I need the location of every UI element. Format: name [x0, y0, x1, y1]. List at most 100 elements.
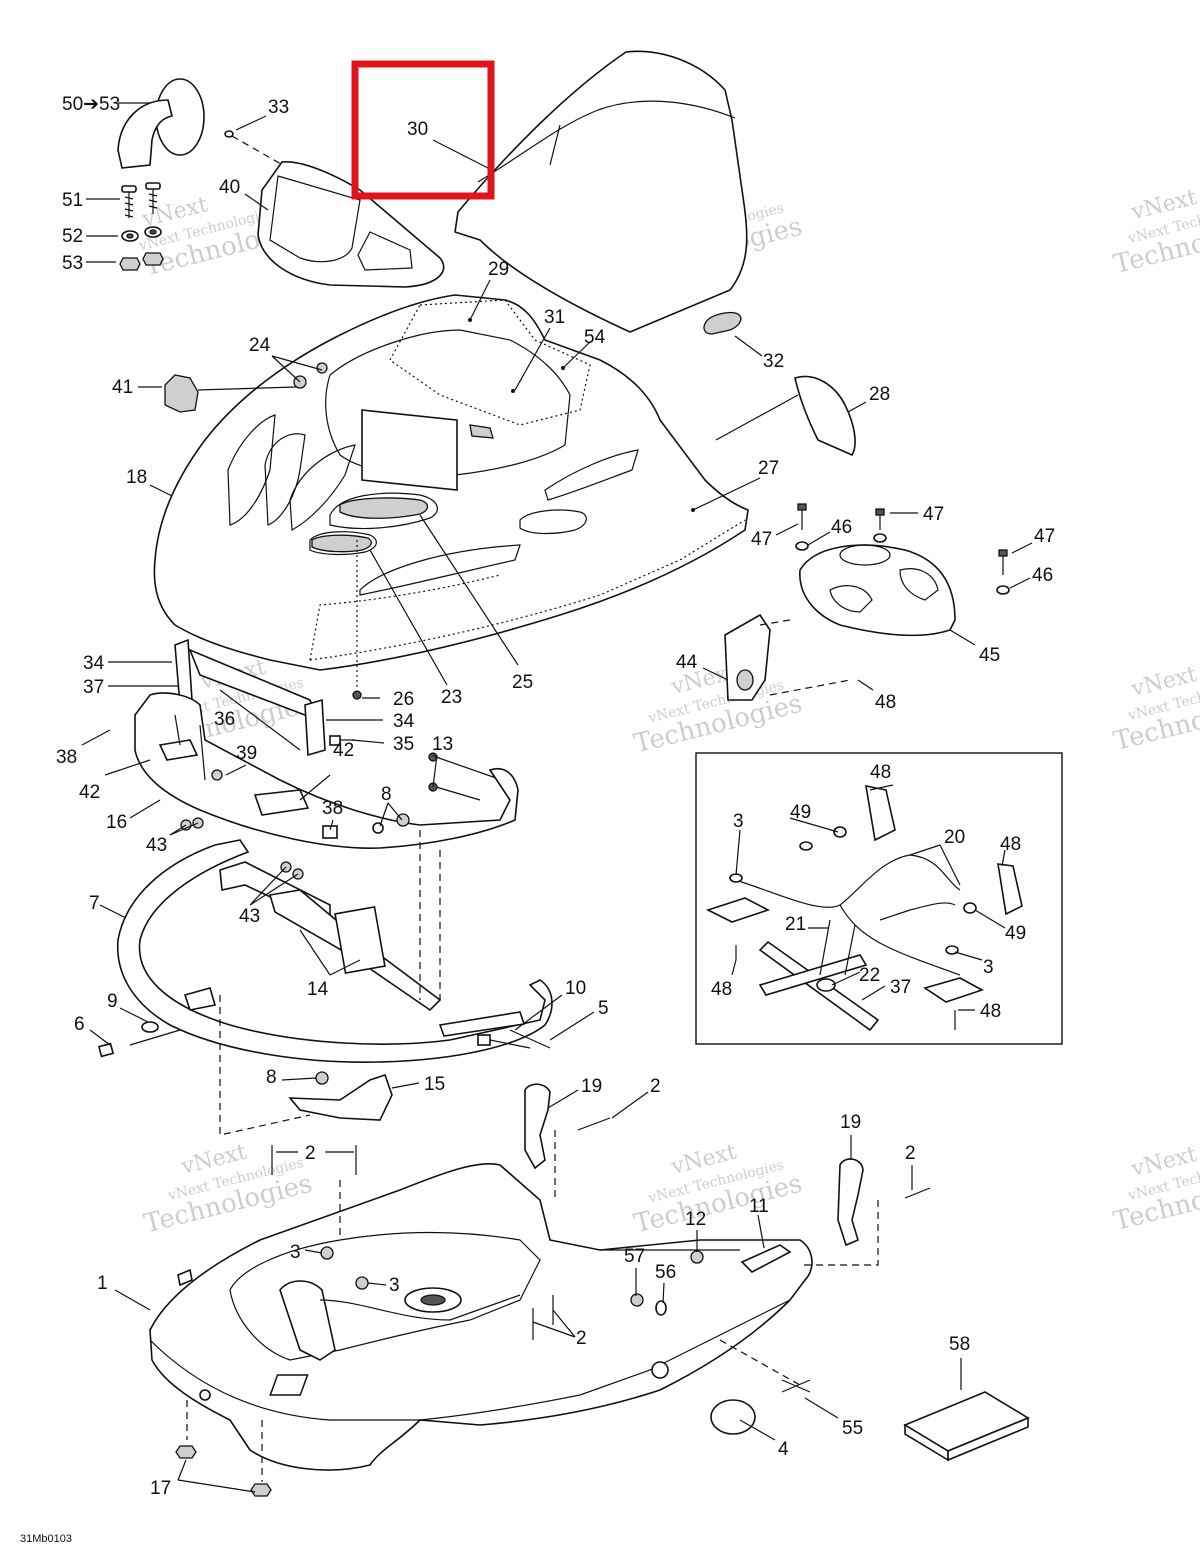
chassis-1 [149, 1162, 813, 1471]
callout-13: 13 [432, 734, 453, 755]
detail-inset [695, 752, 1063, 1045]
plate-55 [269, 1374, 811, 1396]
hardware [97, 690, 931, 1340]
callout-9: 9 [107, 991, 118, 1012]
callout-47b: 47 [923, 504, 944, 525]
callout-55: 55 [842, 1418, 863, 1439]
callout-8a: 8 [381, 784, 392, 805]
callout-19b: 19 [840, 1112, 861, 1133]
callout-34b: 34 [393, 711, 415, 732]
circle [199, 1389, 211, 1401]
cover-4 [710, 1399, 756, 1435]
callout-6: 6 [74, 1014, 85, 1035]
callout-27: 27 [758, 458, 779, 479]
circle [372, 822, 384, 834]
mirror-assembly [117, 78, 205, 271]
callout-labels: 50➔53 33 30 51 52 53 40 29 31 54 32 24 4… [56, 94, 1055, 1499]
callout-20: 20 [944, 827, 965, 848]
washer-hole [149, 229, 157, 235]
callout-4: 4 [778, 1439, 789, 1460]
hinge-assembly [174, 638, 326, 757]
callout-23: 23 [441, 687, 462, 708]
watermark: vNext vNext Technologies Technologies [1111, 662, 1200, 757]
circle [211, 769, 223, 781]
callout-52: 52 [62, 226, 83, 247]
latch-11 [740, 1244, 792, 1273]
callout-2a: 2 [650, 1076, 661, 1097]
callout-3a: 3 [733, 811, 744, 832]
ellipse [963, 902, 977, 914]
bracket-15 [288, 1073, 393, 1121]
callout-34a: 34 [83, 653, 105, 674]
nut-17 [250, 1483, 272, 1497]
callout-47c: 47 [1034, 526, 1055, 547]
washer-hole [126, 233, 134, 239]
bracket-19 [837, 1158, 864, 1247]
callout-35: 35 [393, 734, 414, 755]
inset-plate [997, 863, 1023, 916]
callout-48d: 48 [711, 979, 732, 1000]
circle [320, 1246, 334, 1260]
highlight-box [351, 60, 495, 200]
rect [322, 825, 338, 839]
callout-21: 21 [785, 914, 806, 935]
screw-51 [121, 182, 161, 218]
callout-56: 56 [655, 1262, 676, 1283]
callout-53: 53 [62, 253, 83, 274]
watermark: vNext vNext Technologies Technologies [631, 660, 805, 760]
circle [355, 1276, 369, 1290]
leader-lines [81, 102, 1033, 1493]
console-opening [361, 409, 458, 491]
grommet-24 [316, 362, 328, 374]
callout-47a: 47 [751, 529, 772, 550]
bumper-7 [116, 839, 553, 1063]
callout-29: 29 [488, 259, 509, 280]
circle [352, 690, 362, 700]
callout-48b: 48 [870, 762, 891, 783]
grille-23 [311, 534, 373, 553]
watermark: vNext vNext Technologies Technologies [1111, 185, 1200, 280]
callout-5: 5 [598, 998, 609, 1019]
circle [315, 1071, 329, 1085]
callout-50-53: 50➔53 [62, 94, 120, 115]
callout-48a: 48 [875, 692, 896, 713]
callout-8b: 8 [266, 1067, 277, 1088]
callout-26: 26 [393, 689, 414, 710]
callout-49b: 49 [1005, 923, 1026, 944]
bracket-37 [758, 954, 868, 996]
callout-3b: 3 [983, 957, 994, 978]
hood-18 [153, 294, 749, 671]
circle [651, 1361, 669, 1379]
windshield-30 [454, 50, 748, 333]
callout-43a: 43 [146, 835, 167, 856]
circle [690, 1250, 704, 1264]
callout-3d: 3 [389, 1275, 400, 1296]
callout-43b: 43 [239, 906, 260, 927]
cable-20 [734, 854, 961, 908]
nut-53 [119, 257, 141, 271]
callout-17: 17 [150, 1478, 171, 1499]
assembly-lines [186, 540, 879, 1482]
nut-17 [175, 1445, 197, 1459]
part-shapes [97, 50, 1030, 1497]
drawing-code: 31Mb0103 [20, 1533, 72, 1545]
leader-dash [231, 135, 331, 193]
circle [630, 1293, 644, 1307]
callout-7: 7 [89, 893, 100, 914]
callout-58: 58 [949, 1334, 970, 1355]
bracket-41 [164, 374, 199, 413]
callout-54: 54 [584, 327, 606, 348]
nut-53 [142, 252, 164, 266]
callout-19a: 19 [581, 1076, 602, 1097]
callout-42a: 42 [79, 782, 100, 803]
callout-38a: 38 [56, 747, 77, 768]
ellipse [655, 1300, 667, 1316]
console-panel-40 [257, 161, 445, 288]
dot [511, 389, 515, 393]
rivet-33 [224, 130, 234, 138]
callout-10: 10 [565, 978, 586, 999]
callout-12: 12 [685, 1209, 706, 1230]
bracket-16 [134, 692, 519, 849]
callout-46a: 46 [831, 517, 852, 538]
callout-18: 18 [126, 467, 147, 488]
